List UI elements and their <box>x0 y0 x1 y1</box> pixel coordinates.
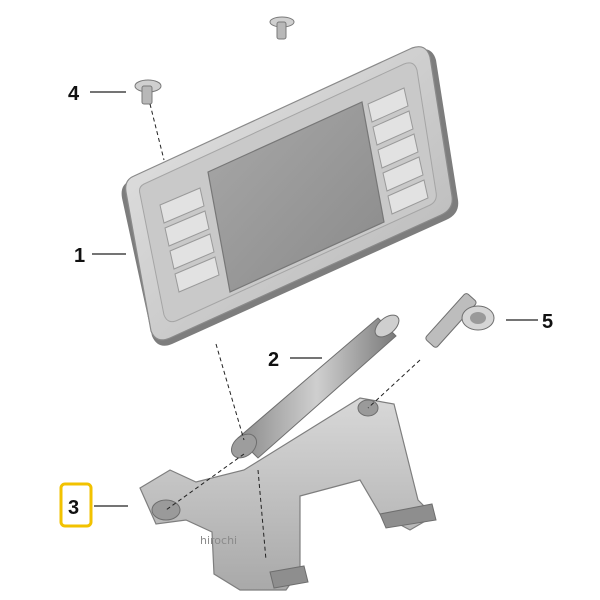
callout-2: 2 <box>268 349 279 371</box>
callout-5: 5 <box>542 311 553 333</box>
bolt <box>425 293 495 348</box>
display-screen <box>207 101 385 293</box>
left-button-column <box>159 187 220 293</box>
bracket <box>139 397 437 591</box>
rod <box>230 314 400 459</box>
right-button-column <box>367 87 429 215</box>
leader-lines <box>90 91 538 507</box>
display-unit <box>121 46 459 346</box>
assembly-guides <box>149 103 421 561</box>
callout-1: 1 <box>74 245 85 267</box>
watermark-text: hirochi <box>200 534 237 547</box>
callout-4: 4 <box>68 83 80 105</box>
callout-highlight-box <box>59 482 93 528</box>
callout-3: 3 <box>59 482 93 528</box>
callout-label-4: 4 <box>68 83 80 105</box>
callout-label-3: 3 <box>68 497 79 519</box>
top-screw <box>134 79 162 105</box>
top-screw-2 <box>269 16 295 40</box>
callout-label-5: 5 <box>542 311 553 333</box>
callout-label-1: 1 <box>74 245 85 267</box>
callout-label-2: 2 <box>268 349 279 371</box>
